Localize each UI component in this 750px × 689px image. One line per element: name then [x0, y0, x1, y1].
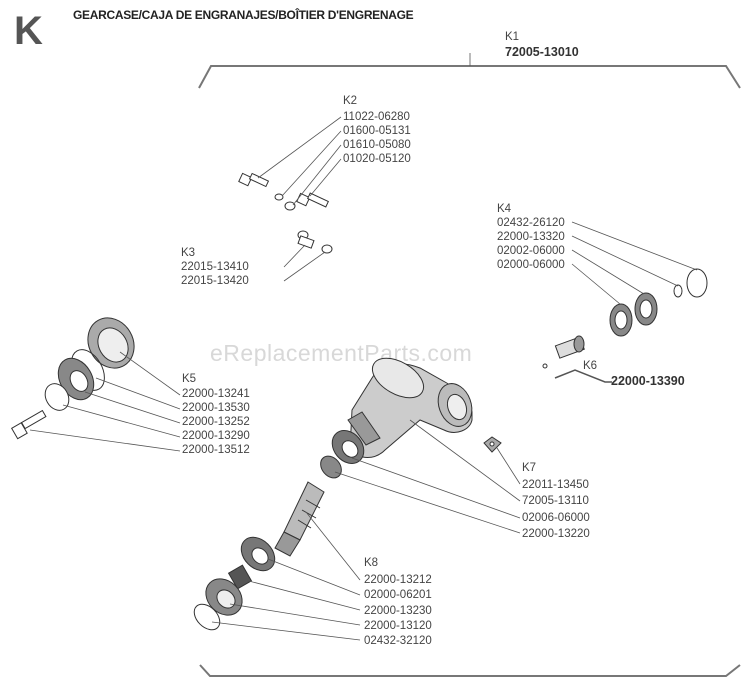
k8-part-4[interactable]: 02432-32120 — [364, 635, 432, 647]
bolt-icon — [238, 172, 270, 188]
page-title: GEARCASE/CAJA DE ENGRANAJES/BOÎTIER D'EN… — [73, 7, 414, 22]
k2-part-3[interactable]: 01020-05120 — [343, 153, 411, 165]
k3-part-0[interactable]: 22015-13410 — [181, 261, 249, 273]
bolt-icon — [297, 230, 315, 249]
k5-leaders — [29, 351, 181, 452]
k7-part-1[interactable]: 72005-13110 — [522, 495, 589, 507]
k8-part-3[interactable]: 22000-13120 — [364, 620, 432, 632]
washer-icon — [193, 603, 221, 631]
washer-icon — [227, 564, 253, 590]
k6-bracket — [554, 369, 612, 383]
k3-parts — [297, 230, 333, 254]
k5-part-1[interactable]: 22000-13530 — [182, 402, 250, 414]
k4-part-1[interactable]: 22000-13320 — [497, 231, 565, 243]
k7-part-3[interactable]: 22000-13220 — [522, 528, 590, 540]
k8-part-0[interactable]: 22000-13212 — [364, 574, 432, 586]
k7-part-2[interactable]: 02006-06000 — [522, 512, 590, 524]
k6-parts — [542, 335, 585, 369]
gear-icon — [87, 317, 135, 369]
bearing-icon — [634, 292, 658, 326]
k4-parts — [609, 268, 708, 337]
washer-icon — [321, 244, 333, 254]
k7-leaders — [334, 419, 521, 534]
k1-part-0[interactable]: 72005-13010 — [505, 45, 579, 59]
k4-label: K4 — [497, 203, 512, 215]
washer-icon — [284, 201, 296, 211]
bearing-icon — [331, 430, 365, 464]
k8-leaders — [211, 511, 361, 641]
k3-leaders — [283, 244, 326, 282]
k6-label: K6 — [583, 360, 597, 372]
clip-icon — [686, 268, 708, 298]
k5-part-2[interactable]: 22000-13252 — [182, 416, 250, 428]
k4-part-2[interactable]: 02002-06000 — [497, 245, 565, 257]
k6-part-0[interactable]: 22000-13390 — [611, 374, 685, 388]
bearing-icon — [609, 303, 633, 337]
section-letter: K — [14, 9, 43, 53]
k5-part-4[interactable]: 22000-13512 — [182, 444, 250, 456]
washer-icon — [673, 284, 683, 298]
k4-part-3[interactable]: 02000-06000 — [497, 259, 565, 271]
k3-label: K3 — [181, 247, 195, 259]
clip-icon — [483, 436, 502, 453]
bearing-icon — [205, 578, 243, 616]
k4-leaders — [571, 221, 698, 305]
gearcase-housing — [347, 357, 473, 458]
k2-label: K2 — [343, 95, 357, 107]
k3-part-1[interactable]: 22015-13420 — [181, 275, 249, 287]
k8-part-1[interactable]: 02000-06201 — [364, 589, 432, 601]
k1-label: K1 — [505, 31, 519, 43]
k5-parts — [10, 317, 135, 440]
k2-part-1[interactable]: 01600-05131 — [343, 125, 411, 137]
k8-part-2[interactable]: 22000-13230 — [364, 605, 432, 617]
k8-label: K8 — [364, 557, 378, 569]
k5-part-0[interactable]: 22000-13241 — [182, 388, 250, 400]
bolt-icon — [296, 192, 329, 208]
washer-icon — [44, 383, 70, 411]
k2-part-2[interactable]: 01610-05080 — [343, 139, 411, 151]
k5-part-3[interactable]: 22000-13290 — [182, 430, 250, 442]
k1-bracket — [198, 53, 741, 89]
gear-icon — [554, 335, 585, 359]
watermark: eReplacementParts.com — [210, 340, 472, 366]
k2-parts — [238, 172, 329, 211]
bolt-icon — [10, 409, 47, 440]
k2-part-0[interactable]: 11022-06280 — [343, 111, 410, 123]
bearing-icon — [57, 357, 95, 401]
k7-label: K7 — [522, 462, 536, 474]
k2-leaders — [257, 116, 342, 206]
k7-part-0[interactable]: 22011-13450 — [522, 479, 589, 491]
k5-label: K5 — [182, 373, 196, 385]
washer-icon — [274, 193, 284, 201]
shaft-icon — [274, 481, 325, 557]
bearing-icon — [240, 536, 276, 572]
k4-part-0[interactable]: 02432-26120 — [497, 217, 565, 229]
bottom-bracket — [199, 664, 741, 677]
